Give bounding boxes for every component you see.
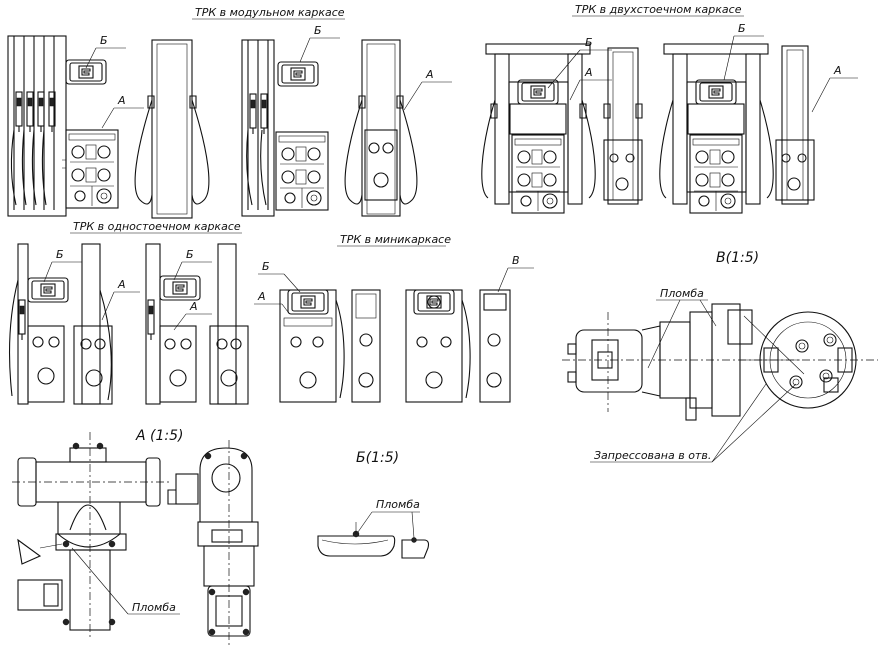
svg-text:Б: Б [585, 36, 593, 49]
detail-a-seal-callout: Пломба [71, 547, 180, 615]
detail-b-seal-callout: Пломба [357, 498, 420, 539]
callout-two-storey-1: Б А [547, 36, 612, 101]
svg-text:Б: Б [100, 34, 108, 47]
modular-pump-1 [7, 35, 119, 217]
callout-mini-1: Б А [254, 260, 301, 313]
callout-two-storey-4: А [811, 64, 858, 113]
callout-one-storey-1: Б [43, 248, 82, 283]
svg-text:Запрессована в отв.: Запрессована в отв. [594, 449, 711, 462]
detail-a-title: А (1:5) [135, 428, 183, 444]
svg-text:А: А [117, 278, 126, 291]
detail-a-front [12, 432, 170, 640]
svg-text:А: А [189, 300, 198, 313]
detail-a-side [167, 440, 259, 645]
mini-pump-3 [405, 289, 471, 403]
detail-b-title: Б(1:5) [356, 450, 399, 466]
svg-text:В: В [512, 254, 520, 267]
one-storey-pump-1 [8, 243, 69, 405]
svg-text:Б: Б [186, 248, 194, 261]
title-two-storey: ТРК в двухстоечном каркасе [575, 3, 742, 16]
detail-b-view [317, 522, 430, 559]
modular-pump-4-side [344, 39, 418, 217]
two-storey-pump-2-side [603, 47, 643, 205]
callout-mini-4: В [497, 254, 534, 293]
modular-pump-3 [241, 39, 329, 217]
svg-text:Пломба: Пломба [660, 287, 704, 300]
one-storey-pump-3 [145, 243, 201, 405]
svg-text:А: А [584, 66, 593, 79]
title-one-storey: ТРК в одностоечном каркасе [73, 220, 241, 233]
mini-pump-2-side [351, 289, 381, 403]
callout-two-storey-3: Б [723, 22, 764, 81]
detail-v-pressed-callout: Запрессована в отв. [590, 383, 797, 463]
detail-v-title: В(1:5) [716, 250, 759, 266]
callout-modular-3: Б [299, 24, 340, 63]
svg-text:Пломба: Пломба [132, 601, 176, 614]
one-storey-pump-4-side [209, 243, 249, 405]
svg-text:Б: Б [56, 248, 64, 261]
callout-modular-4: А [403, 68, 452, 111]
modular-pump-2-side [134, 39, 210, 219]
svg-text:Пломба: Пломба [376, 498, 420, 511]
svg-text:А: А [425, 68, 434, 81]
title-modular: ТРК в модульном каркасе [195, 6, 345, 19]
two-storey-pump-3 [659, 43, 774, 214]
detail-v-seal-callout: Пломба [647, 287, 717, 369]
svg-text:Б: Б [738, 22, 746, 35]
title-mini: ТРК в миникаркасе [340, 233, 451, 246]
svg-text:А: А [257, 290, 266, 303]
svg-text:Б: Б [314, 24, 322, 37]
two-storey-pump-1 [481, 43, 596, 214]
mini-pump-4-side [479, 289, 511, 403]
callout-one-storey-3: Б А [173, 248, 212, 331]
one-storey-pump-2-side [73, 243, 113, 405]
svg-text:А: А [117, 94, 126, 107]
callout-modular-1: Б А [85, 34, 144, 129]
svg-text:А: А [833, 64, 842, 77]
svg-text:Б: Б [262, 260, 270, 273]
detail-v-assembly [562, 303, 878, 421]
mini-pump-1 [279, 289, 345, 403]
two-storey-pump-4-side [775, 45, 815, 205]
callout-one-storey-2: А [101, 278, 140, 321]
